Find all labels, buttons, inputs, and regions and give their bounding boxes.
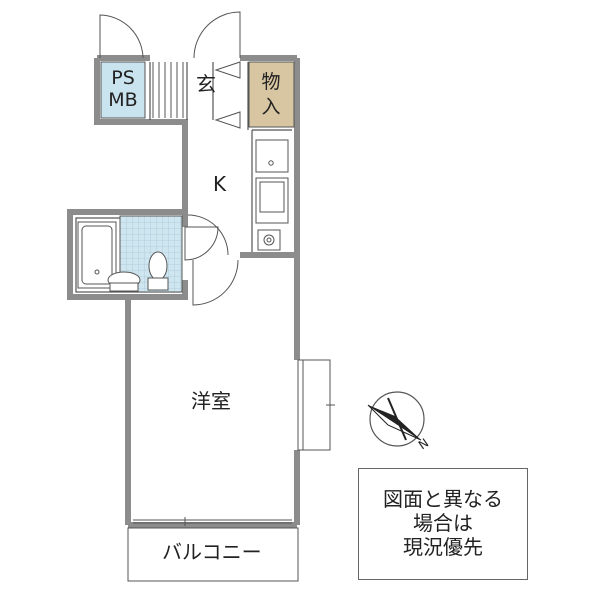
note-line: 場合は [413, 511, 473, 535]
storage-label: 物 入 [261, 71, 281, 118]
side-window [297, 359, 335, 451]
doors [99, 11, 241, 306]
bath-fixtures [77, 215, 183, 293]
note-line: 現況優先 [403, 535, 483, 559]
entrance-steps [152, 62, 184, 118]
balcony-area [127, 517, 299, 582]
compass-icon [367, 391, 425, 447]
ps-mb-label: PS MB [108, 67, 138, 111]
disclaimer-note: 図面と異なる 場合は 現況優先 [358, 468, 528, 580]
kitchen-label: K [213, 172, 227, 196]
entrance-label: 玄 [196, 72, 216, 96]
western-room-label: 洋室 [191, 389, 231, 413]
balcony-label: バルコニー [162, 540, 262, 564]
kitchen-fixtures [255, 139, 289, 251]
note-line: 図面と異なる [383, 487, 503, 511]
ps-mb-box [100, 61, 146, 119]
walls [67, 55, 300, 528]
storage-box [248, 61, 295, 128]
